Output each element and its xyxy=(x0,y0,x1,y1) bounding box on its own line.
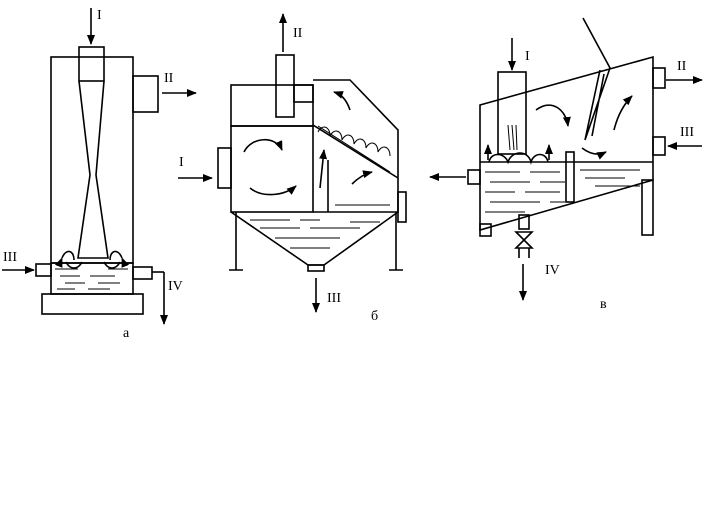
panel-a: I II III IV а xyxy=(2,8,197,341)
inclined-baffle-b xyxy=(312,124,399,179)
caption-a: а xyxy=(123,326,130,341)
scrubber-v-side-outlet xyxy=(467,169,481,185)
scrubber-v-body xyxy=(479,55,654,232)
scrubber-b-side-port xyxy=(397,191,407,223)
scrubber-a-gas-outlet xyxy=(132,75,159,113)
partition-v xyxy=(565,151,575,203)
label-a-II: II xyxy=(164,71,174,86)
scrubber-v-left-leg xyxy=(479,223,492,237)
scrubber-v-right-leg xyxy=(641,179,654,236)
scrubber-b-gas-outlet xyxy=(275,54,295,118)
label-a-IV: IV xyxy=(168,279,183,294)
bubble-flow-v xyxy=(488,152,549,166)
caption-b: б xyxy=(371,309,378,324)
venturi-tube xyxy=(77,80,109,259)
label-v-II: II xyxy=(677,59,687,74)
scrubber-a-liquid-inlet xyxy=(35,263,52,277)
scrubber-b-outlet-connector xyxy=(293,84,314,103)
liquid-surface-v xyxy=(485,169,640,213)
scrubber-a-body xyxy=(50,56,134,264)
label-b-III: III xyxy=(327,291,341,306)
swirl-arrows-v xyxy=(484,95,633,166)
scrubber-b-gas-inlet xyxy=(217,147,232,189)
scrubber-b-inclined-section xyxy=(313,79,399,213)
panel-b: II I III б xyxy=(178,13,407,324)
caption-v: в xyxy=(600,297,607,312)
panel-v: I II III IV в xyxy=(429,17,703,312)
label-v-I: I xyxy=(525,49,530,64)
scrubber-v-inlet-pipe xyxy=(497,71,527,155)
scrubber-a-inlet-pipe xyxy=(78,46,105,82)
scrubber-b-main-chamber xyxy=(230,125,314,213)
drain-valve-v xyxy=(514,214,534,258)
spiral-flow-b xyxy=(317,126,391,157)
label-b-II: II xyxy=(293,26,303,41)
label-a-III: III xyxy=(3,250,17,265)
liquid-surface-b xyxy=(250,204,390,249)
swirl-arrows-b xyxy=(243,91,373,196)
scrubber-a-drain xyxy=(132,266,153,280)
swirl-arrows-a xyxy=(54,250,130,269)
label-v-III: III xyxy=(680,125,694,140)
label-v-IV: IV xyxy=(545,263,560,278)
label-a-I: I xyxy=(97,8,102,23)
scrubber-b-legs xyxy=(229,212,403,271)
scrubber-v-liquid-inlet xyxy=(652,136,666,156)
scrubber-b-upper-chamber xyxy=(230,84,314,127)
label-b-I: I xyxy=(179,155,184,170)
scrubber-a-base xyxy=(41,293,144,315)
scrubber-b-drain-neck xyxy=(307,264,325,272)
scrubber-v-gas-outlet xyxy=(652,67,666,89)
scrubber-v-chute xyxy=(582,17,611,141)
liquid-surface-a xyxy=(55,268,128,290)
